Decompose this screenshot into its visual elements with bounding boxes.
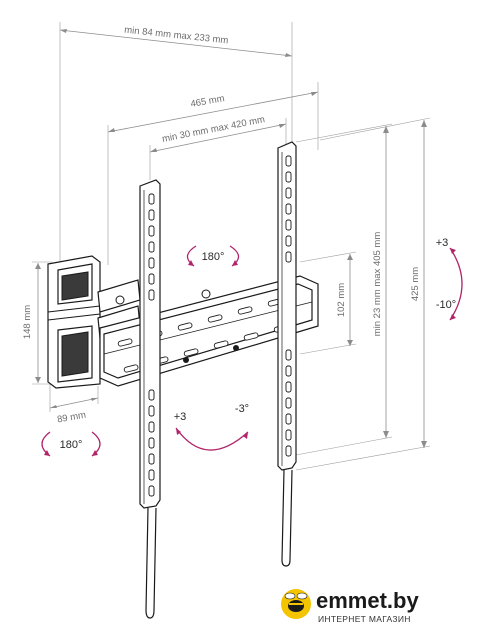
brand-name: emmet.by bbox=[316, 588, 419, 613]
rotation-tilt-center-plus-label: +3 bbox=[174, 411, 187, 423]
dimension-vesa-horizontal: min 30 mm max 420 mm bbox=[149, 114, 287, 180]
dimension-height-102: 102 mm bbox=[299, 251, 357, 355]
rotation-tilt-right: +3 -10° bbox=[436, 237, 463, 321]
dimension-width-465-label: 465 mm bbox=[190, 93, 226, 110]
rotation-tilt-right-down-label: -10° bbox=[436, 299, 456, 311]
brand-logo: emmet.by ИНТЕРНЕТ МАГАЗИН bbox=[281, 588, 419, 624]
rotation-swivel-top-label: 180° bbox=[202, 251, 225, 263]
rotation-swivel-top: 180° bbox=[186, 245, 240, 267]
rotation-swivel-bottom: 180° bbox=[41, 431, 101, 457]
left-rail-holes bbox=[148, 193, 155, 497]
bee-icon bbox=[281, 589, 311, 619]
dimension-vesa-vertical: min 23 mm max 405 mm bbox=[295, 123, 393, 456]
dimension-height-148-label: 148 mm bbox=[22, 305, 33, 339]
brand-tagline: ИНТЕРНЕТ МАГАЗИН bbox=[318, 614, 411, 624]
dimension-vesa-vertical-label: min 23 mm max 405 mm bbox=[372, 232, 383, 337]
right-rail-holes bbox=[285, 155, 292, 457]
dimension-height-102-label: 102 mm bbox=[336, 283, 347, 317]
left-vertical-rail bbox=[139, 179, 161, 619]
dimension-depth-89-label: 89 mm bbox=[56, 410, 87, 426]
rotation-tilt-center: +3 -3° bbox=[174, 403, 249, 451]
dimension-height-148: 148 mm bbox=[22, 261, 52, 385]
dimension-depth-89: 89 mm bbox=[49, 384, 99, 426]
dimension-height-425: 425 mm bbox=[295, 117, 431, 471]
rotation-swivel-bottom-label: 180° bbox=[60, 439, 83, 451]
rotation-tilt-center-minus-label: -3° bbox=[235, 403, 249, 415]
dimension-height-425-label: 425 mm bbox=[410, 267, 421, 301]
right-vertical-rail bbox=[277, 141, 297, 567]
rotation-tilt-right-up-label: +3 bbox=[436, 237, 449, 249]
wall-plate bbox=[47, 255, 101, 389]
